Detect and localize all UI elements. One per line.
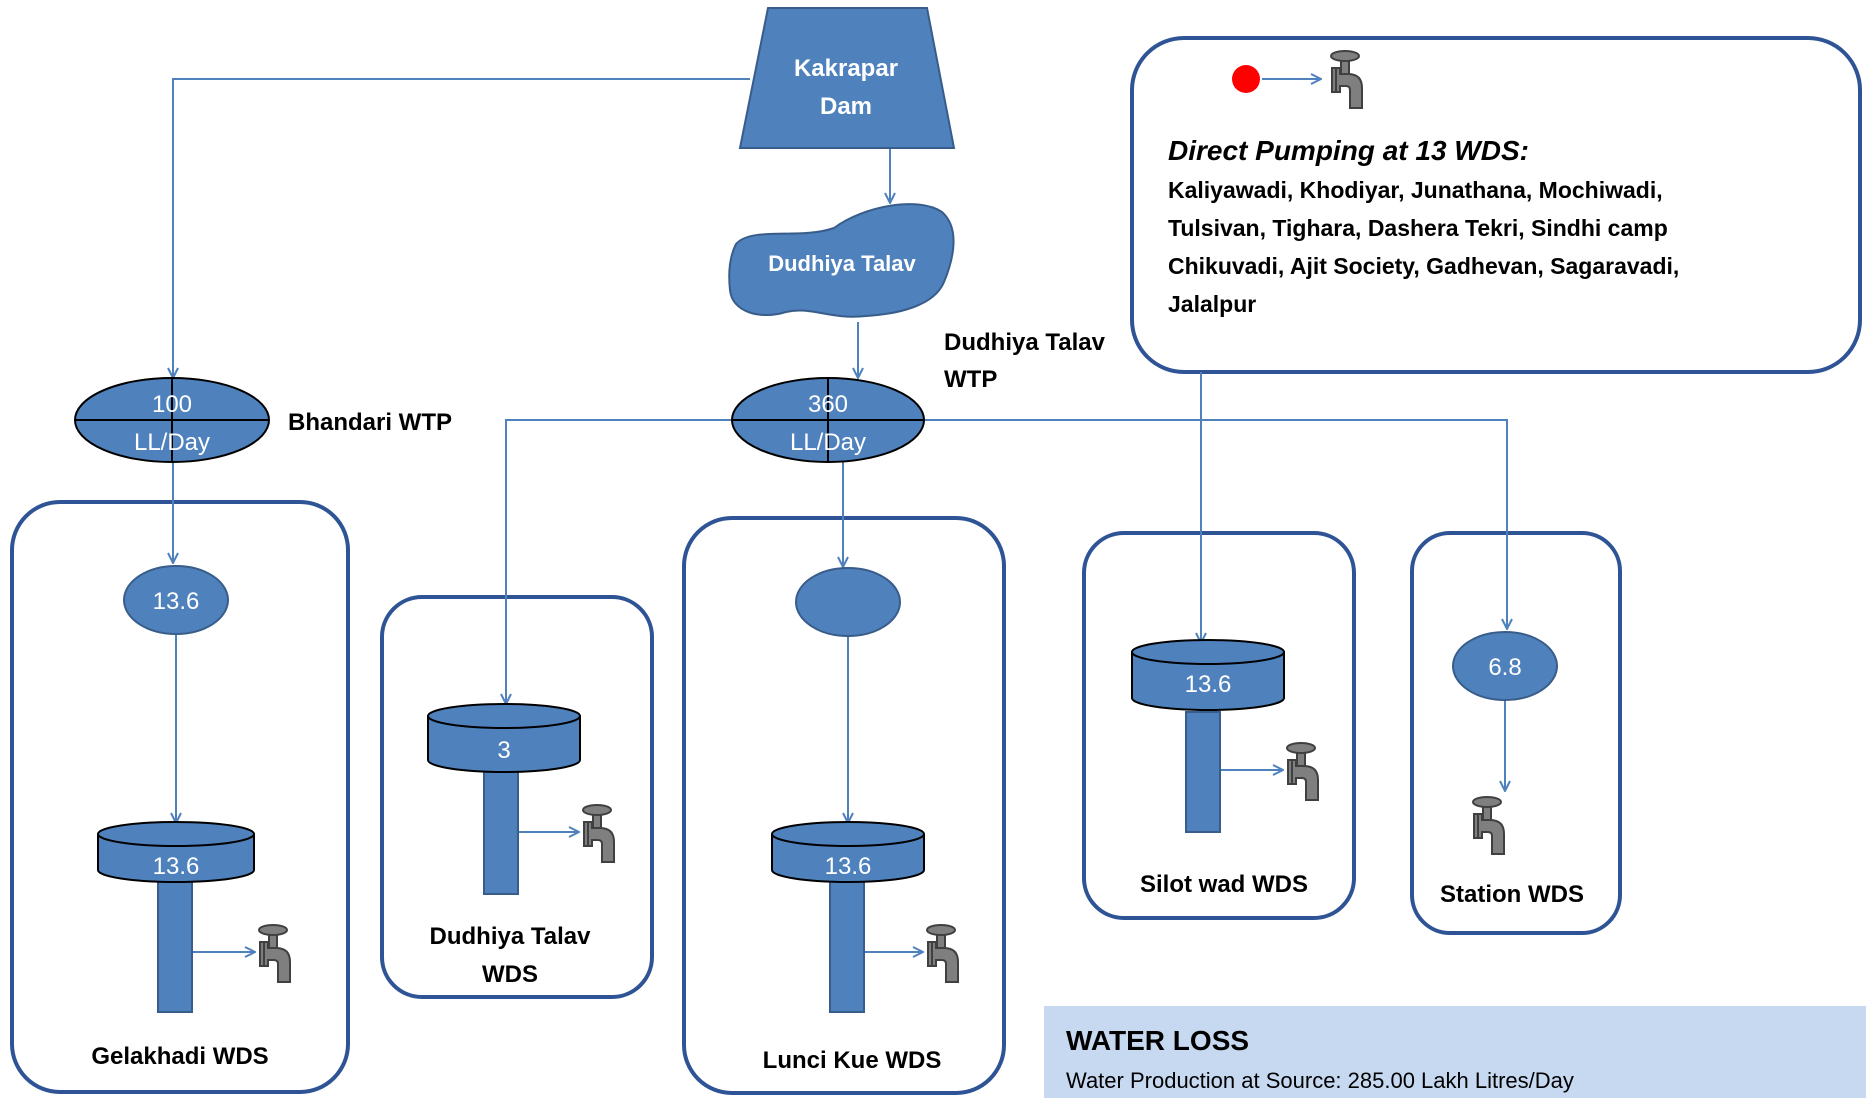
- gelakhadi-tank-pillar: [157, 879, 193, 1013]
- direct-pumping-line-4: Jalalpur: [1168, 291, 1256, 317]
- lake-label: Dudhiya Talav: [768, 251, 916, 276]
- dudhiya-wtp-label-line1: Dudhiya Talav: [944, 329, 1106, 356]
- direct-pumping-panel: [1130, 36, 1862, 374]
- lunci-tank-body: [771, 834, 925, 883]
- bhandari-wtp-label: Bhandari WTP: [288, 409, 452, 436]
- dudhiya-wds-label-line1: Dudhiya Talav: [430, 923, 592, 950]
- station-wds-label: Station WDS: [1440, 881, 1584, 908]
- bhandari-wtp-unit: LL/Day: [134, 429, 210, 456]
- dudhiya-tank-top: [427, 703, 581, 729]
- dudhiya-wtp-to-dudhiya-wds-arrow: [506, 419, 732, 703]
- water-loss-panel: [1044, 1006, 1866, 1098]
- direct-pumping-title: Direct Pumping at 13 WDS:: [1168, 135, 1529, 166]
- station-wds-container: [1410, 531, 1622, 935]
- station-sump: [1452, 631, 1558, 701]
- dudhiya-wtp-to-station-arrow: [924, 419, 1507, 628]
- direct-pumping-line-3: Chikuvadi, Ajit Society, Gadhevan, Sagar…: [1168, 253, 1679, 279]
- lunci-tank-pillar: [829, 879, 865, 1013]
- lunci-wds-label: Lunci Kue WDS: [763, 1047, 942, 1074]
- lunci-sump: [795, 567, 901, 637]
- gelakhadi-tank-top: [97, 821, 255, 847]
- red-dot-marker: [1232, 65, 1260, 93]
- dam-label-line1: Kakrapar: [794, 55, 898, 82]
- water-loss-title: WATER LOSS: [1066, 1025, 1249, 1056]
- lunci-tank-value: 13.6: [825, 853, 872, 880]
- direct-pumping-line-1: Kaliyawadi, Khodiyar, Junathana, Mochiwa…: [1168, 177, 1663, 203]
- dudhiya-wtp-label-line2: WTP: [944, 366, 997, 393]
- silot-wds-label: Silot wad WDS: [1140, 871, 1308, 898]
- gelakhadi-sump: [123, 565, 229, 635]
- silot-tank-value: 13.6: [1185, 671, 1232, 698]
- dam-to-bhandari-arrow: [173, 78, 750, 377]
- dudhiya-talav-lake-shape: [728, 203, 955, 318]
- dudhiya-tank-body: [427, 716, 581, 773]
- silot-tank-pillar: [1185, 711, 1221, 833]
- dudhiya-wtp-value: 360: [808, 391, 848, 418]
- dudhiya-wtp-unit: LL/Day: [790, 429, 866, 456]
- gelakhadi-sump-value: 13.6: [153, 588, 200, 615]
- gelakhadi-tank-value: 13.6: [153, 853, 200, 880]
- dudhiya-tank-value: 3: [497, 737, 510, 764]
- station-sump-value: 6.8: [1488, 654, 1521, 681]
- kakrapar-dam-shape: [738, 7, 956, 149]
- water-loss-text: Water Production at Source: 285.00 Lakh …: [1066, 1068, 1574, 1093]
- dam-label-line2: Dam: [820, 93, 872, 120]
- dudhiya-wds-label-line2: WDS: [482, 961, 538, 988]
- bhandari-wtp-value: 100: [152, 391, 192, 418]
- gelakhadi-tank-body: [97, 834, 255, 883]
- direct-pumping-line-2: Tulsivan, Tighara, Dashera Tekri, Sindhi…: [1168, 215, 1668, 241]
- dudhiya-tank-pillar: [483, 771, 519, 895]
- lunci-tank-top: [771, 821, 925, 847]
- gelakhadi-wds-label: Gelakhadi WDS: [91, 1043, 268, 1070]
- silot-tank-top: [1131, 639, 1285, 665]
- silot-tank-body: [1131, 652, 1285, 711]
